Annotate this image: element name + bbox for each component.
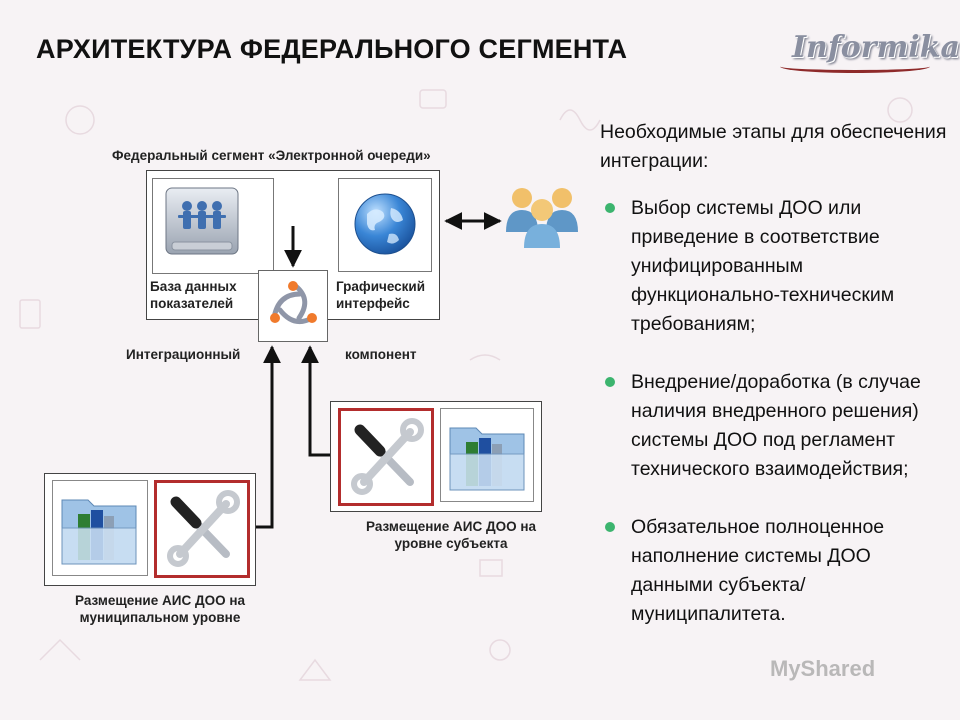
integration-steps-panel: Необходимые этапы для обеспечения интегр… — [600, 118, 950, 658]
steps-intro: Необходимые этапы для обеспечения интегр… — [600, 118, 950, 176]
bullet-dot — [605, 522, 615, 532]
bullet-dot — [605, 203, 615, 213]
list-item: Обязательное полноценное наполнение сист… — [600, 513, 950, 629]
steps-list: Выбор системы ДОО или приведение в соотв… — [600, 194, 950, 629]
step-text: Внедрение/доработка (в случае наличия вн… — [631, 371, 921, 480]
step-text: Обязательное полноценное наполнение сист… — [631, 516, 884, 625]
bullet-dot — [605, 377, 615, 387]
watermark: MyShared — [770, 656, 875, 682]
list-item: Внедрение/доработка (в случае наличия вн… — [600, 368, 950, 484]
list-item: Выбор системы ДОО или приведение в соотв… — [600, 194, 950, 339]
arrow-municipal-integration — [256, 347, 272, 527]
step-text: Выбор системы ДОО или приведение в соотв… — [631, 197, 894, 335]
arrow-regional-integration — [310, 347, 330, 455]
